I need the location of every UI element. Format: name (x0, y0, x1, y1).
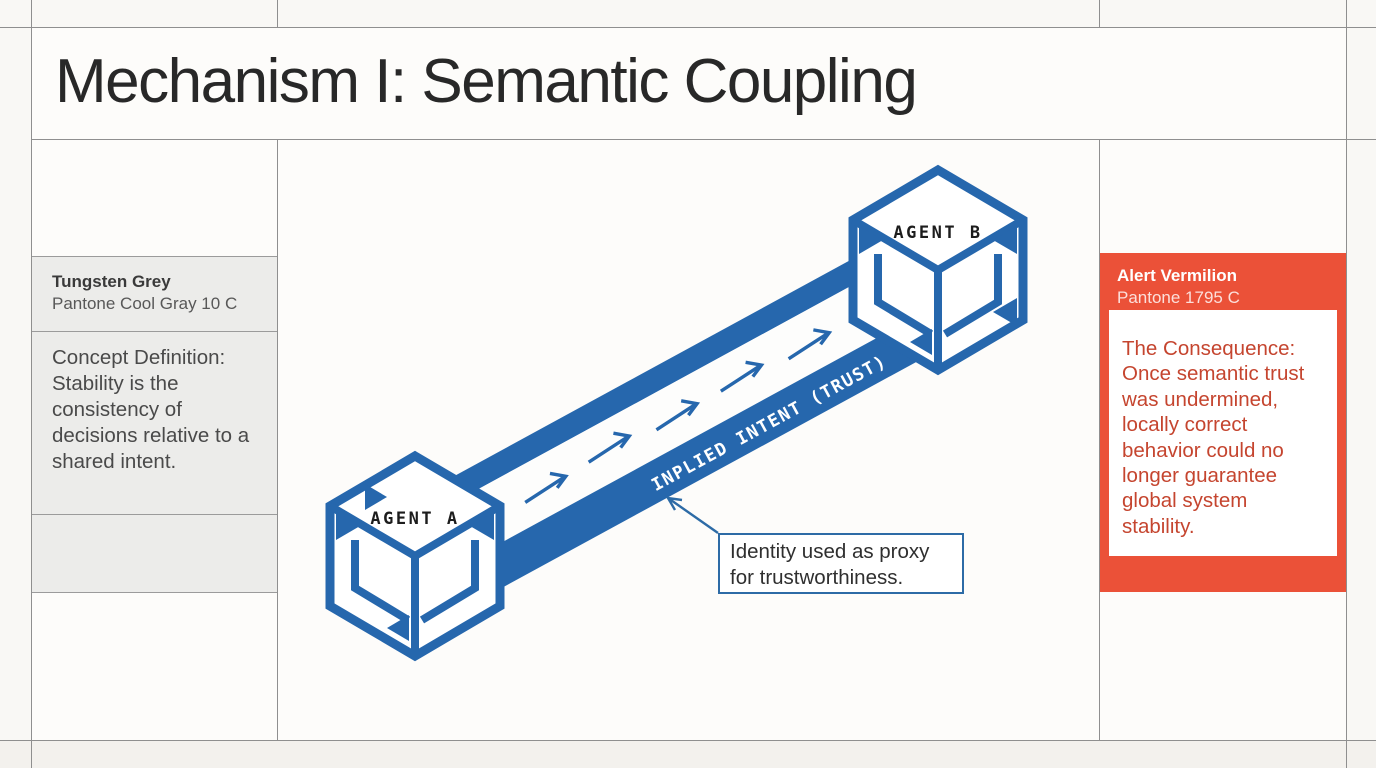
grid-line-top (0, 27, 1376, 28)
semantic-coupling-diagram: INPLIED INTENT (TRUST) AGENT A AGENT B (325, 164, 1028, 662)
cube-corner-accent (470, 512, 494, 540)
page-title: Mechanism I: Semantic Coupling (55, 47, 918, 116)
grid-line-under-title (31, 139, 1376, 140)
grid-line-bottom (0, 740, 1376, 741)
cube-bracket-left (874, 254, 934, 338)
cube-corner-accent (859, 226, 883, 254)
agent-b-label: AGENT B (893, 223, 982, 243)
cube-corner-accent (365, 484, 387, 510)
cube-inner-edges (327, 502, 503, 656)
title-cell (31, 27, 1346, 139)
grid-line-col3 (1099, 139, 1100, 740)
grid-line-col2 (277, 139, 278, 740)
swatch-code: Pantone 1795 C (1117, 288, 1240, 308)
grid-line-col2-top (277, 0, 278, 27)
cube-inner-edges (850, 216, 1026, 370)
consequence-box: The Consequence: Once semantic trust was… (1109, 310, 1337, 556)
cube-bracket-right (419, 540, 479, 624)
swatch-name: Tungsten Grey (52, 272, 171, 291)
color-swatch-grey: Tungsten Grey Pantone Cool Gray 10 C (32, 256, 277, 331)
flow-arrow (524, 471, 569, 504)
cube-bracket-left (351, 540, 411, 624)
consequence-text: The Consequence: Once semantic trust was… (1122, 337, 1305, 538)
flow-arrow (655, 399, 701, 432)
agent-b-cube: AGENT B (848, 164, 1028, 376)
callout-pointer-arrow (665, 496, 719, 534)
flow-arrow (587, 431, 633, 464)
grid-line-right (1346, 0, 1347, 768)
cube-corner-accent (993, 298, 1017, 326)
flow-arrow (787, 328, 833, 361)
flow-arrow (719, 360, 765, 393)
swatch-code: Pantone Cool Gray 10 C (52, 294, 238, 314)
cube-corner-accent (993, 226, 1017, 254)
cube-bracket-right (942, 254, 1002, 338)
swatch-name: Alert Vermilion (1117, 266, 1237, 285)
grid-line-col3-top (1099, 0, 1100, 27)
beam-top-face (405, 201, 970, 523)
beam-side-face (444, 272, 1017, 609)
agent-a-cube: AGENT A (325, 450, 505, 662)
concept-definition-text: Concept Definition: Stability is the con… (52, 346, 250, 474)
grid-line-left (31, 0, 32, 768)
agent-a-label: AGENT A (370, 509, 459, 529)
cube-corner-accent (910, 329, 932, 355)
cube-corner-accent (336, 512, 360, 540)
cube-corner-accent (387, 615, 409, 641)
empty-grey-box (32, 514, 277, 593)
identity-callout: Identity used as proxy for trustworthine… (718, 533, 964, 594)
concept-definition-box: Concept Definition: Stability is the con… (32, 331, 277, 514)
footer-strip (0, 741, 1376, 768)
alert-vermilion-panel: Alert Vermilion Pantone 1795 C The Conse… (1100, 253, 1346, 592)
